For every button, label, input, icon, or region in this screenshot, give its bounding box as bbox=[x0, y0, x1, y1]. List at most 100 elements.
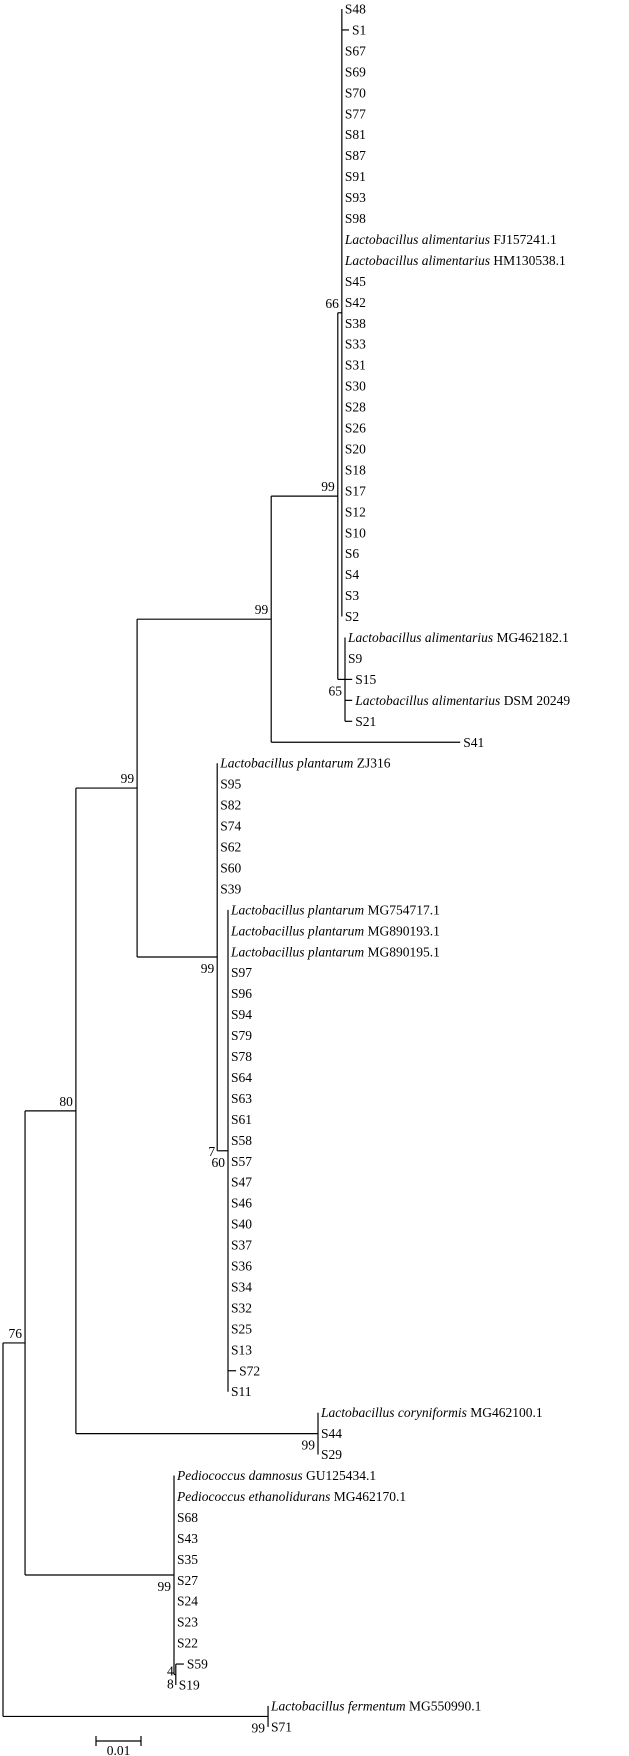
leaf-label: S19 bbox=[179, 1678, 200, 1693]
leaf-label: S31 bbox=[345, 358, 366, 373]
bootstrap-value: 99 bbox=[302, 1438, 316, 1453]
leaf-label: S71 bbox=[271, 1719, 292, 1734]
leaf-label: S29 bbox=[321, 1447, 342, 1462]
leaf-label: S67 bbox=[345, 43, 366, 58]
leaf-label: Lactobacillus alimentarius MG462182.1 bbox=[347, 630, 569, 645]
leaf-label: S25 bbox=[231, 1321, 252, 1336]
leaf-label: S21 bbox=[355, 714, 376, 729]
species-name: Lactobacillus plantarum bbox=[230, 944, 364, 959]
leaf-label: Lactobacillus fermentum MG550990.1 bbox=[270, 1698, 481, 1713]
accession-number: MG462100.1 bbox=[467, 1405, 543, 1420]
leaf-label: S27 bbox=[177, 1573, 198, 1588]
leaf-label: S42 bbox=[345, 295, 366, 310]
leaf-label: S1 bbox=[352, 22, 366, 37]
leaf-label: S9 bbox=[348, 651, 363, 666]
leaf-label: S18 bbox=[345, 462, 366, 477]
leaf-label: S30 bbox=[345, 379, 366, 394]
leaf-label: S79 bbox=[231, 1028, 252, 1043]
leaf-label: S45 bbox=[345, 274, 366, 289]
leaf-label: S32 bbox=[231, 1300, 252, 1315]
species-name: Lactobacillus plantarum bbox=[230, 923, 364, 938]
leaf-label: S3 bbox=[345, 588, 360, 603]
leaf-label: S33 bbox=[345, 337, 366, 352]
leaf-label: S91 bbox=[345, 169, 366, 184]
species-name: Lactobacillus alimentarius bbox=[344, 232, 490, 247]
bootstrap-value: 76 bbox=[9, 1326, 23, 1341]
leaf-label: S20 bbox=[345, 441, 366, 456]
leaf-label: S97 bbox=[231, 965, 252, 980]
accession-number: MG890193.1 bbox=[364, 923, 440, 938]
leaf-labels: S48S1S67S69S70S77S81S87S91S93S98Lactobac… bbox=[176, 2, 570, 1735]
leaf-label: S81 bbox=[345, 127, 366, 142]
leaf-label: S36 bbox=[231, 1259, 252, 1274]
leaf-label: S63 bbox=[231, 1091, 252, 1106]
leaf-label: S44 bbox=[321, 1426, 342, 1441]
leaf-label: S96 bbox=[231, 986, 252, 1001]
leaf-label: Lactobacillus coryniformis MG462100.1 bbox=[320, 1405, 543, 1420]
accession-number: MG890195.1 bbox=[364, 944, 440, 959]
leaf-label: Lactobacillus alimentarius DSM 20249 bbox=[354, 693, 570, 708]
species-name: Lactobacillus alimentarius bbox=[344, 253, 490, 268]
leaf-label: S70 bbox=[345, 85, 366, 100]
leaf-label: S58 bbox=[231, 1133, 252, 1148]
accession-number: MG462170.1 bbox=[330, 1489, 406, 1504]
leaf-label: S4 bbox=[345, 567, 360, 582]
species-name: Lactobacillus plantarum bbox=[230, 902, 364, 917]
bootstrap-value: 8 bbox=[167, 1677, 174, 1692]
leaf-label: S60 bbox=[220, 860, 241, 875]
leaf-label: S26 bbox=[345, 421, 366, 436]
species-name: Lactobacillus alimentarius bbox=[347, 630, 493, 645]
leaf-label: S48 bbox=[345, 2, 366, 17]
leaf-label: S23 bbox=[177, 1615, 198, 1630]
accession-number: MG754717.1 bbox=[364, 902, 440, 917]
bootstrap-value: 99 bbox=[255, 602, 269, 617]
leaf-label: Pediococcus ethanolidurans MG462170.1 bbox=[176, 1489, 406, 1504]
leaf-label: S78 bbox=[231, 1049, 252, 1064]
bootstrap-value: 60 bbox=[212, 1155, 226, 1170]
accession-number: GU125434.1 bbox=[303, 1468, 377, 1483]
leaf-label: Lactobacillus plantarum ZJ316 bbox=[219, 756, 391, 771]
leaf-label: S98 bbox=[345, 211, 366, 226]
bootstrap-value: 99 bbox=[252, 1720, 266, 1735]
leaf-label: S39 bbox=[220, 881, 241, 896]
leaf-label: S24 bbox=[177, 1594, 198, 1609]
tree-branches bbox=[2, 9, 461, 1727]
accession-number: DSM 20249 bbox=[500, 693, 570, 708]
leaf-label: Pediococcus damnosus GU125434.1 bbox=[176, 1468, 376, 1483]
leaf-label: S40 bbox=[231, 1217, 252, 1232]
bootstrap-value: 99 bbox=[158, 1579, 172, 1594]
bootstrap-value: 4 bbox=[167, 1664, 174, 1679]
leaf-label: S61 bbox=[231, 1112, 252, 1127]
leaf-label: S15 bbox=[355, 672, 376, 687]
leaf-label: S37 bbox=[231, 1238, 252, 1253]
accession-number: FJ157241.1 bbox=[490, 232, 557, 247]
accession-number: ZJ316 bbox=[353, 756, 390, 771]
leaf-label: S57 bbox=[231, 1154, 252, 1169]
bootstrap-value: 80 bbox=[59, 1094, 73, 1109]
leaf-label: S13 bbox=[231, 1342, 252, 1357]
leaf-label: S93 bbox=[345, 190, 366, 205]
leaf-label: S34 bbox=[231, 1279, 252, 1294]
leaf-label: S41 bbox=[463, 735, 484, 750]
leaf-label: S47 bbox=[231, 1175, 252, 1190]
leaf-label: S94 bbox=[231, 1007, 252, 1022]
leaf-label: S22 bbox=[177, 1636, 198, 1651]
bootstrap-value: 99 bbox=[121, 771, 135, 786]
leaf-label: S46 bbox=[231, 1196, 252, 1211]
species-name: Lactobacillus coryniformis bbox=[320, 1405, 467, 1420]
leaf-label: S28 bbox=[345, 400, 366, 415]
species-name: Pediococcus damnosus bbox=[176, 1468, 303, 1483]
leaf-label: S74 bbox=[220, 819, 241, 834]
leaf-label: S82 bbox=[220, 798, 241, 813]
leaf-label: S17 bbox=[345, 483, 366, 498]
accession-number: MG462182.1 bbox=[493, 630, 569, 645]
bootstrap-value: 66 bbox=[325, 296, 339, 311]
leaf-label: S72 bbox=[239, 1363, 260, 1378]
leaf-label: S6 bbox=[345, 546, 360, 561]
bootstrap-value: 65 bbox=[329, 683, 343, 698]
leaf-label: S10 bbox=[345, 525, 366, 540]
leaf-label: S87 bbox=[345, 148, 366, 163]
leaf-label: Lactobacillus alimentarius FJ157241.1 bbox=[344, 232, 557, 247]
leaf-label: S12 bbox=[345, 504, 366, 519]
